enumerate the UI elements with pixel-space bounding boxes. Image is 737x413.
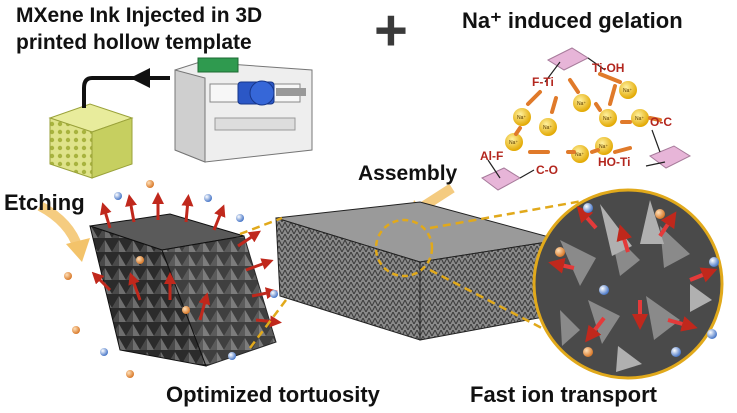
bond-arrows <box>514 72 662 154</box>
na-ion-label: Na⁺ <box>623 88 632 94</box>
syringe-pump-icon <box>174 57 313 163</box>
label-f-ti: F-Ti <box>532 75 554 89</box>
injection-heading-line1: MXene Ink Injected in 3D <box>16 4 263 27</box>
label-o-c: O-C <box>650 115 672 129</box>
na-ion-label: Na⁺ <box>517 115 526 121</box>
label-ti-oh: Ti-OH <box>592 61 624 75</box>
label-ho-ti: HO-Ti <box>598 155 630 169</box>
ion-flow-arrows <box>91 192 282 328</box>
injection-heading: MXene Ink Injected in 3D printed hollow … <box>16 2 262 56</box>
etching-label: Etching <box>4 190 85 215</box>
na-ions: Na⁺ Na⁺ Na⁺ Na⁺ Na⁺ Na⁺ Na⁺ Na⁺ Na⁺ <box>505 81 649 163</box>
assembly-label: Assembly <box>358 162 458 185</box>
na-ion-label: Na⁺ <box>599 144 608 150</box>
lattice-cube-icon <box>48 103 134 179</box>
magnified-view <box>532 188 724 380</box>
injection-heading-line2: printed hollow template <box>16 31 252 54</box>
plus-icon: + <box>374 0 408 63</box>
gelation-diagram: Na⁺ Na⁺ Na⁺ Na⁺ Na⁺ Na⁺ Na⁺ Na⁺ Na⁺ F-Ti Ti-OH A… <box>480 47 692 191</box>
label-c-o: C-O <box>536 163 558 177</box>
etching-arrow-head <box>66 238 90 262</box>
na-ion-label: Na⁺ <box>635 116 644 122</box>
na-ion-label: Na⁺ <box>543 125 552 131</box>
fast-ion-transport-label: Fast ion transport <box>470 382 658 407</box>
na-ion-label: Na⁺ <box>575 152 584 158</box>
label-al-f: Al-F <box>480 149 503 163</box>
na-ion-label: Na⁺ <box>603 116 612 122</box>
assembled-foam-slab <box>275 201 561 341</box>
na-ion-label: Na⁺ <box>577 101 586 107</box>
na-ion-label: Na⁺ <box>509 140 518 146</box>
ink-tube <box>82 76 170 108</box>
assembly-arrow <box>421 183 455 211</box>
etched-lattice-block <box>89 213 277 367</box>
ions <box>64 180 278 378</box>
gelation-heading: Na⁺ induced gelation <box>462 8 683 33</box>
optimized-tortuosity-label: Optimized tortuosity <box>166 382 380 407</box>
